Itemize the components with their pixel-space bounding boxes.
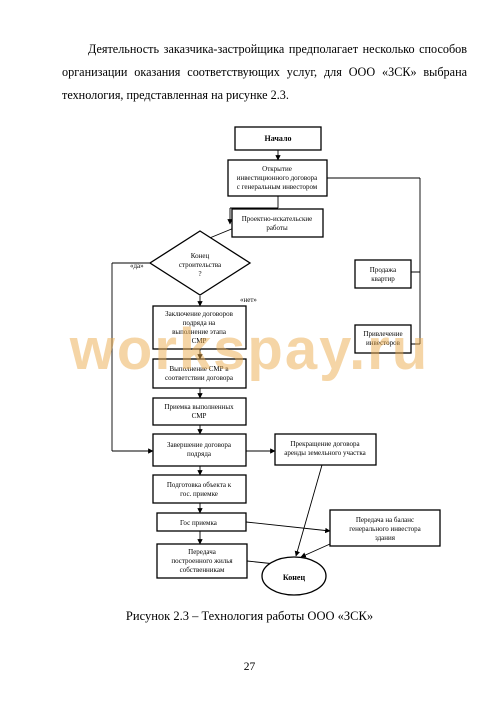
svg-text:?: ? <box>198 270 201 278</box>
svg-text:Завершение договора: Завершение договора <box>167 441 232 449</box>
svg-text:здания: здания <box>375 534 396 542</box>
node-apartment-sales: Продажа квартир <box>354 259 412 289</box>
node-balance-transfer: Передача на баланс генерального инвестор… <box>329 509 441 547</box>
node-object-preparation: Подготовка объекта к гос. приемке <box>152 474 247 504</box>
no-label: «нет» <box>240 296 257 304</box>
intro-paragraph: Деятельность заказчика-застройщика предп… <box>62 42 467 102</box>
node-contract-completion: Завершение договора подряда <box>152 433 247 467</box>
node-work-acceptance: Приемка выполненных СМР <box>152 397 247 426</box>
svg-text:генерального инвестора: генерального инвестора <box>349 525 421 533</box>
svg-text:Приемка выполненных: Приемка выполненных <box>164 403 234 411</box>
figure-caption: Рисунок 2.3 – Технология работы ООО «ЗСК… <box>125 609 374 623</box>
svg-text:гос. приемке: гос. приемке <box>180 490 218 498</box>
node-handover-owners: Передача построенного жилья собственника… <box>156 543 248 579</box>
svg-text:СМР: СМР <box>192 337 207 345</box>
svg-text:аренды земельного участка: аренды земельного участка <box>284 449 366 457</box>
svg-text:квартир: квартир <box>371 275 395 283</box>
svg-text:инвесторов: инвесторов <box>366 339 401 347</box>
svg-text:Выполнение СМР в: Выполнение СМР в <box>169 365 229 373</box>
svg-text:Конец: Конец <box>191 252 210 260</box>
node-land-lease-termination: Прекращение договора аренды земельного у… <box>274 433 377 466</box>
svg-text:Заключение договоров: Заключение договоров <box>165 310 233 318</box>
svg-text:Открытие: Открытие <box>262 165 292 173</box>
svg-text:Передача на баланс: Передача на баланс <box>356 516 414 524</box>
svg-text:выполнение этапа: выполнение этапа <box>172 328 227 336</box>
svg-text:Гос приемка: Гос приемка <box>180 519 218 527</box>
node-state-acceptance: Гос приемка <box>156 512 247 532</box>
svg-text:Прекращение договора: Прекращение договора <box>290 440 360 448</box>
svg-text:построенного жилья: построенного жилья <box>171 557 233 565</box>
node-contractor-contracts: Заключение договоров подряда на выполнен… <box>152 305 247 350</box>
svg-text:Передача: Передача <box>188 548 217 556</box>
svg-text:подряда на: подряда на <box>183 319 216 327</box>
svg-text:Привлечение: Привлечение <box>363 330 402 338</box>
svg-text:соответствии договора: соответствии договора <box>165 374 234 382</box>
start-label: Начало <box>265 134 292 143</box>
svg-text:с генеральным инвестором: с генеральным инвестором <box>237 183 318 191</box>
end-label: Конец <box>283 573 306 582</box>
svg-text:строительства: строительства <box>179 261 222 269</box>
svg-text:инвестиционного договора: инвестиционного договора <box>237 174 318 182</box>
node-survey-work: Проектно-искательские работы <box>231 208 324 238</box>
svg-text:Продажа: Продажа <box>370 266 397 274</box>
svg-text:подряда: подряда <box>187 450 212 458</box>
start-node: Начало <box>234 126 322 151</box>
svg-text:Проектно-искательские: Проектно-искательские <box>242 215 312 223</box>
node-open-contract: Открытие инвестиционного договора с гене… <box>227 159 328 197</box>
svg-text:Подготовка объекта к: Подготовка объекта к <box>167 481 232 489</box>
end-node: Конец <box>261 556 327 596</box>
svg-text:работы: работы <box>266 224 288 232</box>
svg-text:СМР: СМР <box>192 412 207 420</box>
node-investor-attraction: Привлечение инвесторов <box>354 324 412 354</box>
svg-text:собственникам: собственникам <box>180 566 225 574</box>
decision-construction-end: Конец строительства ? <box>148 230 252 296</box>
node-smr-execution: Выполнение СМР в соответствии договора <box>152 358 247 389</box>
page-number: 27 <box>243 661 256 673</box>
yes-label: «да» <box>130 262 144 270</box>
